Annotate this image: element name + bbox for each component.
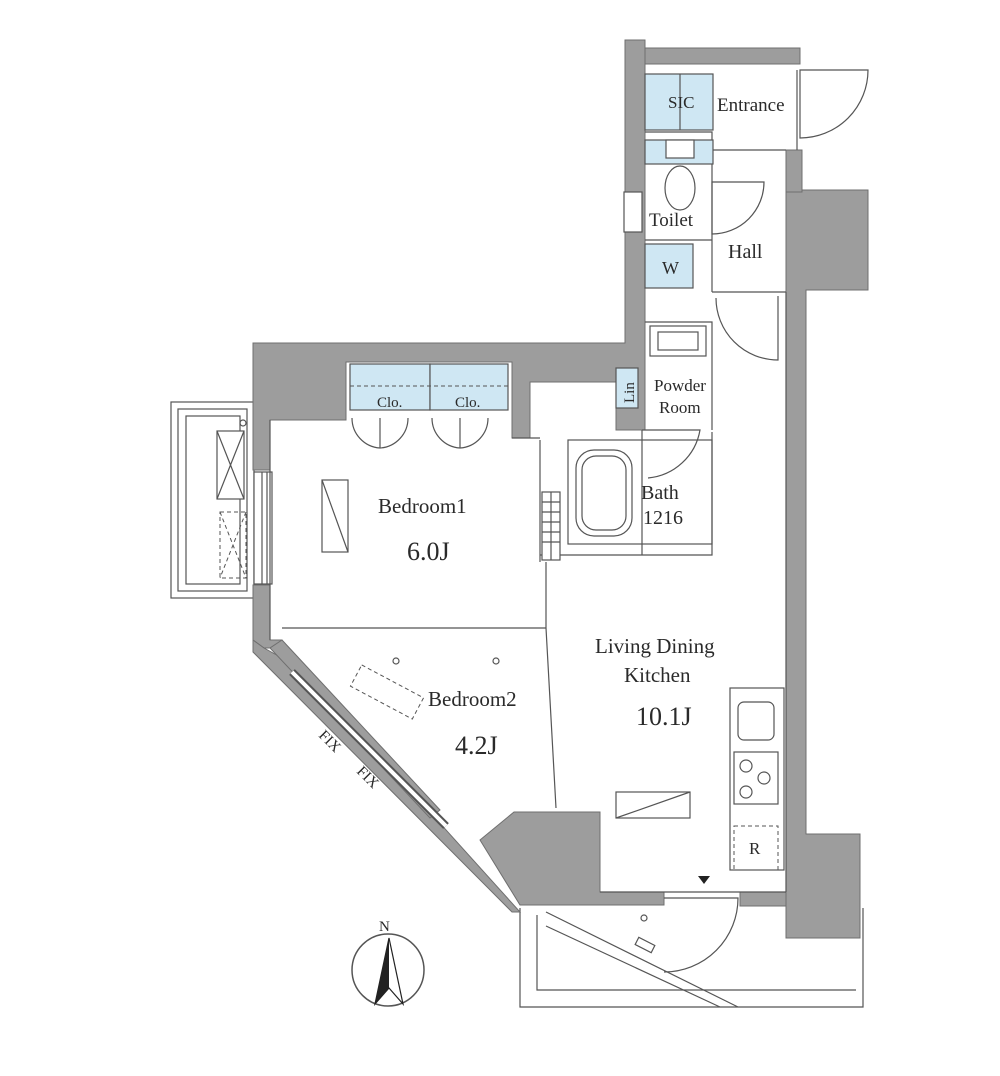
partitions <box>269 70 798 893</box>
closet-2 <box>429 363 509 411</box>
label-ldk-size: 10.1J <box>636 702 692 731</box>
balcony-door-icon <box>663 897 739 973</box>
labels: SIC Entrance Toilet Hall W Lin Powder Ro… <box>315 93 784 858</box>
windows <box>253 191 643 829</box>
linen-storage <box>615 367 639 409</box>
label-fridge: R <box>749 839 761 858</box>
label-bath-1: Bath <box>641 482 679 504</box>
compass: N <box>351 919 425 1007</box>
stove-icon <box>733 751 779 805</box>
kitchen-sink-icon <box>737 701 775 741</box>
label-ldk-2: Kitchen <box>624 663 691 687</box>
hall-door-icon <box>715 296 779 361</box>
label-bedroom2-size: 4.2J <box>455 731 498 760</box>
south-balcony <box>519 908 864 1008</box>
label-bath-2: 1216 <box>643 507 683 529</box>
doors <box>351 69 869 973</box>
refrigerator-space <box>733 825 779 871</box>
toilet-door-icon <box>711 181 765 235</box>
entry-arrow-icon <box>698 876 710 884</box>
compass-north-label: N <box>379 919 390 935</box>
closet-1 <box>349 363 431 411</box>
west-balcony <box>170 401 255 599</box>
label-entrance: Entrance <box>717 95 785 116</box>
washer-space <box>644 243 694 289</box>
label-linen: Lin <box>622 382 638 403</box>
label-closet-1: Clo. <box>377 395 402 411</box>
fixtures <box>321 73 785 922</box>
label-sic: SIC <box>668 93 694 112</box>
label-closet-2: Clo. <box>455 395 480 411</box>
air-conditioner-dashed-icon <box>349 664 425 720</box>
entrance-door-icon <box>799 69 869 139</box>
label-bedroom1: Bedroom1 <box>378 494 467 518</box>
north-arrow-icon <box>375 938 389 1004</box>
label-toilet: Toilet <box>649 210 694 231</box>
label-bedroom1-size: 6.0J <box>407 537 450 566</box>
label-bedroom2: Bedroom2 <box>428 687 517 711</box>
label-hall: Hall <box>728 241 763 263</box>
label-ldk-1: Living Dining <box>595 634 715 658</box>
toilet-icon <box>664 165 696 211</box>
sic-storage <box>644 73 714 131</box>
label-powder-1: Powder <box>654 376 706 395</box>
label-washer: W <box>662 258 679 278</box>
outdoor-unit-dashed-icon <box>219 511 247 579</box>
label-powder-2: Room <box>659 398 701 417</box>
